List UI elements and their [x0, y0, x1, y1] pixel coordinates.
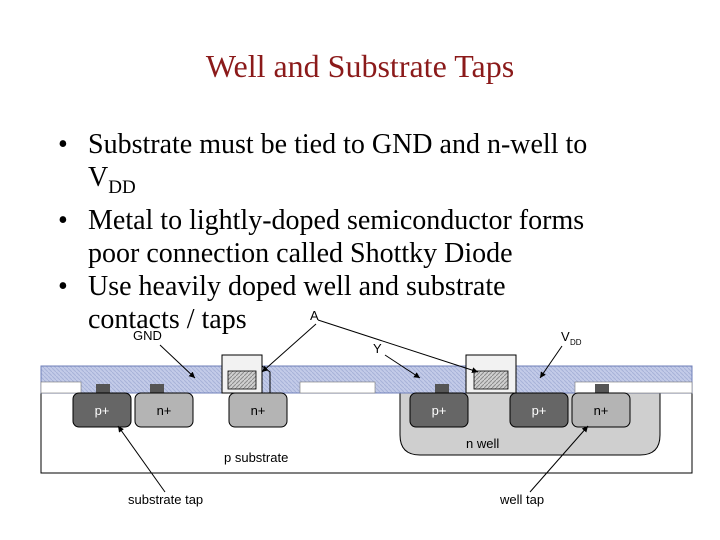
bullet-text: Substrate must be tied to GND and n-well… — [88, 129, 588, 160]
bullet-dot: • — [58, 129, 68, 160]
diffusion-label: n+ — [157, 403, 172, 418]
bullet-dot: • — [58, 205, 68, 236]
bullet-text: V — [88, 162, 109, 193]
bullet-text: contacts / taps — [88, 304, 247, 335]
output-y-label: Y — [373, 341, 382, 356]
oxide-gap — [299, 381, 376, 394]
bullet-item: • Metal to lightly-doped semiconductor f… — [58, 204, 698, 270]
n-diffusion — [134, 392, 194, 428]
diffusion-label: n+ — [594, 403, 609, 418]
contact — [435, 384, 449, 393]
oxide-gap — [40, 381, 82, 394]
diffusion-label: p+ — [532, 403, 547, 418]
bullet-list: • Substrate must be tied to GND and n-we… — [58, 128, 698, 336]
well-tap-arrow — [529, 425, 589, 493]
vdd-label: V — [561, 329, 570, 344]
diffusion-label: p+ — [432, 403, 447, 418]
n-diffusion — [228, 392, 288, 428]
well-tap-label: well tap — [499, 492, 544, 507]
slide-title: Well and Substrate Taps — [205, 48, 515, 84]
vdd-arrow — [539, 345, 563, 379]
y-arrow — [384, 354, 421, 379]
substrate-tap-label: substrate tap — [128, 492, 203, 507]
p-substrate-label: p substrate — [224, 450, 288, 465]
bullet-dot: • — [58, 271, 68, 302]
gnd-arrow — [159, 344, 196, 379]
bullet-text: poor connection called Shottky Diode — [88, 238, 513, 269]
input-a-label: A — [310, 308, 319, 323]
vdd-subscript: DD — [570, 338, 582, 347]
contact — [96, 384, 110, 393]
contact — [150, 384, 164, 393]
p-diffusion — [509, 392, 569, 428]
a-arrow-left — [261, 323, 317, 373]
a-arrow-right — [317, 319, 479, 373]
bullet-text: Metal to lightly-doped semiconductor for… — [88, 205, 585, 236]
diffusion-label: p+ — [95, 403, 110, 418]
gate-left-poly — [227, 370, 257, 390]
bullet-subscript: DD — [108, 177, 136, 198]
p-diffusion — [409, 392, 469, 428]
gate-right-poly — [473, 370, 509, 390]
bullet-text: Use heavily doped well and substrate — [88, 271, 506, 302]
diffusion-label: n+ — [251, 403, 266, 418]
bullet-item: • Use heavily doped well and substrate c… — [58, 270, 698, 336]
oxide-gap — [574, 381, 693, 394]
n-diffusion — [571, 392, 631, 428]
bullet-item: • Substrate must be tied to GND and n-we… — [58, 128, 698, 204]
gnd-label: GND — [133, 328, 162, 343]
n-well-label: n well — [466, 436, 499, 451]
contact — [595, 384, 609, 393]
p-diffusion — [72, 392, 132, 428]
substrate-tap-arrow — [117, 425, 166, 493]
